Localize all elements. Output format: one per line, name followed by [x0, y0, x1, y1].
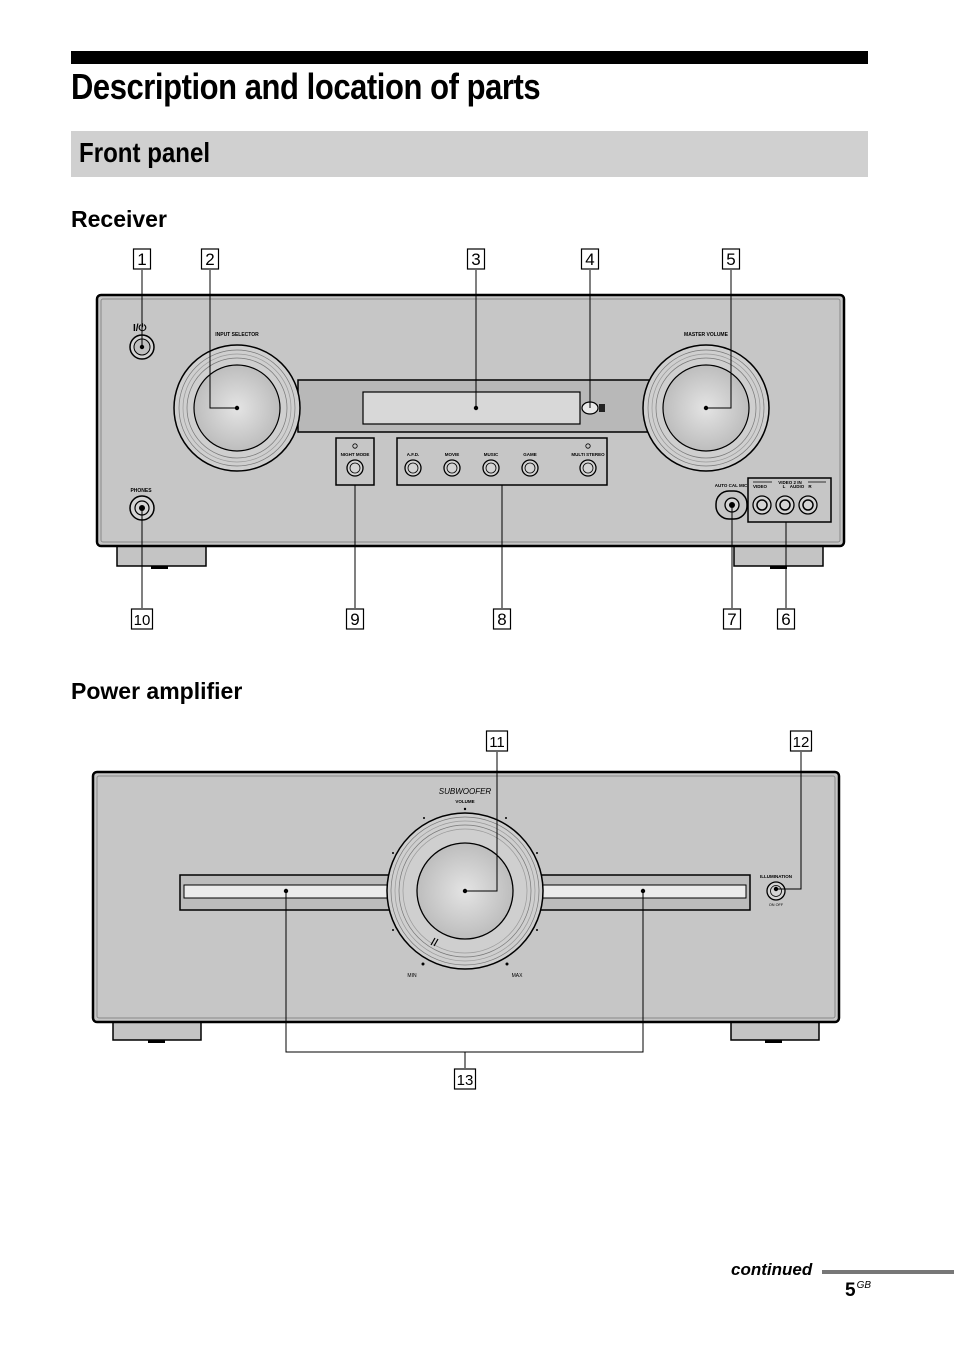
callout-number: 4	[580, 248, 600, 270]
receiver-drawing: I/⏻ INPUT SELECTOR MASTER VOLUME NIGHT M…	[95, 248, 846, 630]
callout-label: 12	[793, 734, 810, 751]
sound-field-button-label: A.F.D.	[407, 452, 420, 457]
video-label: VIDEO	[753, 484, 768, 489]
night-mode-label: NIGHT MODE	[341, 452, 370, 457]
callout-number: 2	[200, 248, 220, 270]
callout-number: 5	[721, 248, 741, 270]
on-off-label: ON OFF	[769, 903, 784, 907]
max-label: MAX	[512, 973, 524, 979]
callout-number: 13	[453, 1068, 477, 1090]
callout-number: 8	[492, 608, 512, 630]
volume-label: VOLUME	[455, 799, 474, 804]
page-number-value: 5	[845, 1280, 856, 1301]
amplifier-leader-lines	[285, 752, 802, 1068]
callout-label: 9	[350, 610, 359, 629]
callout-label: 8	[497, 610, 506, 629]
callout-label: 6	[781, 610, 790, 629]
receiver-leader-lines	[141, 270, 787, 608]
sound-field-button-label: GAME	[523, 452, 537, 457]
min-label: MIN	[407, 973, 417, 979]
callout-label: 7	[727, 610, 736, 629]
sound-field-button-label: MOVIE	[445, 452, 460, 457]
callout-label: 3	[471, 250, 480, 269]
phones-label: PHONES	[130, 488, 152, 494]
callout-label: 4	[585, 250, 594, 269]
callout-number: 3	[466, 248, 486, 270]
audio-l-label: L	[783, 484, 786, 489]
page-title: Description and location of parts	[71, 66, 541, 107]
audio-label: AUDIO	[790, 484, 805, 489]
night-mode-button	[346, 459, 364, 477]
sound-field-button: GAME	[521, 452, 539, 477]
callout-label: 1	[137, 250, 146, 269]
power-label: I/⏻	[133, 322, 147, 334]
audio-r-label: R	[808, 484, 812, 489]
callout-number: 11	[485, 730, 509, 752]
continued-label: continued	[731, 1260, 813, 1279]
input-selector-label: INPUT SELECTOR	[215, 332, 259, 338]
callout-label: 11	[489, 734, 505, 751]
subwoofer-label: SUBWOOFER	[439, 787, 492, 796]
sound-field-button-label: MULTI STEREO	[571, 452, 605, 457]
callout-number: 7	[722, 608, 742, 630]
video-2-in-label: VIDEO 2 IN	[778, 480, 802, 485]
illumination-label: ILLUMINATION	[760, 874, 792, 879]
auto-cal-mic-label: AUTO CAL MIC	[715, 483, 748, 488]
video-2-in-jacks	[752, 495, 818, 515]
callout-label: 10	[134, 612, 151, 629]
continued-bar	[822, 1270, 954, 1274]
receiver-callouts: 1 2 3 4 5 6 7 8 9 10	[130, 248, 796, 630]
callout-number: 6	[776, 608, 796, 630]
callout-label: 5	[726, 250, 735, 269]
title-rule	[71, 51, 868, 64]
page-number: 5GB	[845, 1280, 871, 1302]
callout-number: 1	[132, 248, 152, 270]
sound-field-button: A.F.D.	[404, 452, 422, 477]
master-volume-label: MASTER VOLUME	[684, 332, 729, 338]
section-title: Front panel	[79, 137, 211, 168]
sound-field-button-label: MUSIC	[484, 452, 499, 457]
sound-field-button: MUSIC	[482, 452, 500, 477]
callout-label: 13	[457, 1072, 474, 1089]
sound-field-button: MULTI STEREO	[571, 452, 605, 477]
amplifier-heading: Power amplifier	[71, 678, 243, 704]
sound-field-button: MOVIE	[443, 452, 461, 477]
sound-field-buttons: A.F.D. MOVIE MUSIC GAME MULTI STEREO	[404, 452, 605, 477]
callout-label: 2	[205, 250, 214, 269]
page-number-suffix: GB	[856, 1280, 872, 1291]
callout-number: 9	[345, 608, 365, 630]
callout-number: 10	[130, 608, 154, 630]
callout-number: 12	[789, 730, 813, 752]
section-header: Front panel	[71, 131, 868, 177]
amplifier-callouts: 11 12 13	[453, 730, 813, 1090]
amplifier-drawing: SUBWOOFER VOLUME MIN MAX ILLUMINATION ON…	[91, 730, 841, 1090]
receiver-heading: Receiver	[71, 206, 167, 232]
